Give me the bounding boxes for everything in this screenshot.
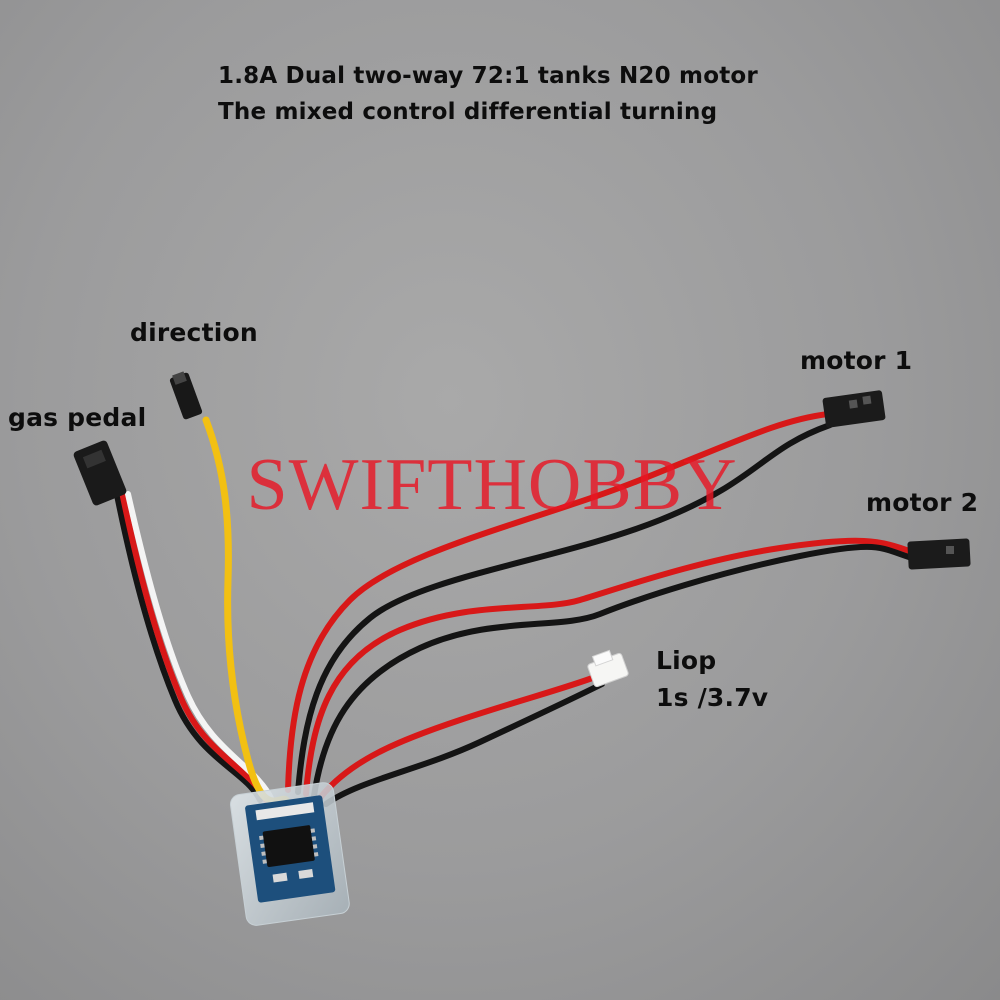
motor2-cable (303, 537, 915, 799)
battery-label-line-1: Liop (656, 646, 717, 675)
title-line-1: 1.8A Dual two-way 72:1 tanks N20 motor (218, 63, 758, 89)
motor2-connector (907, 538, 971, 570)
battery-cable (317, 673, 605, 807)
motor1-label: motor 1 (800, 346, 913, 375)
direction-label: direction (130, 318, 258, 347)
motor1-connector (822, 390, 886, 428)
gas-pedal-connector (73, 440, 127, 506)
direction-connector (169, 371, 203, 420)
motor2-label: motor 2 (866, 488, 979, 517)
battery-label-line-2: 1s /3.7v (656, 683, 769, 712)
battery-connector (587, 649, 629, 688)
esc-board (229, 782, 350, 926)
gas-pedal-label: gas pedal (8, 403, 147, 432)
watermark-logo (232, 448, 752, 522)
title-line-2: The mixed control differential turning (218, 99, 718, 125)
